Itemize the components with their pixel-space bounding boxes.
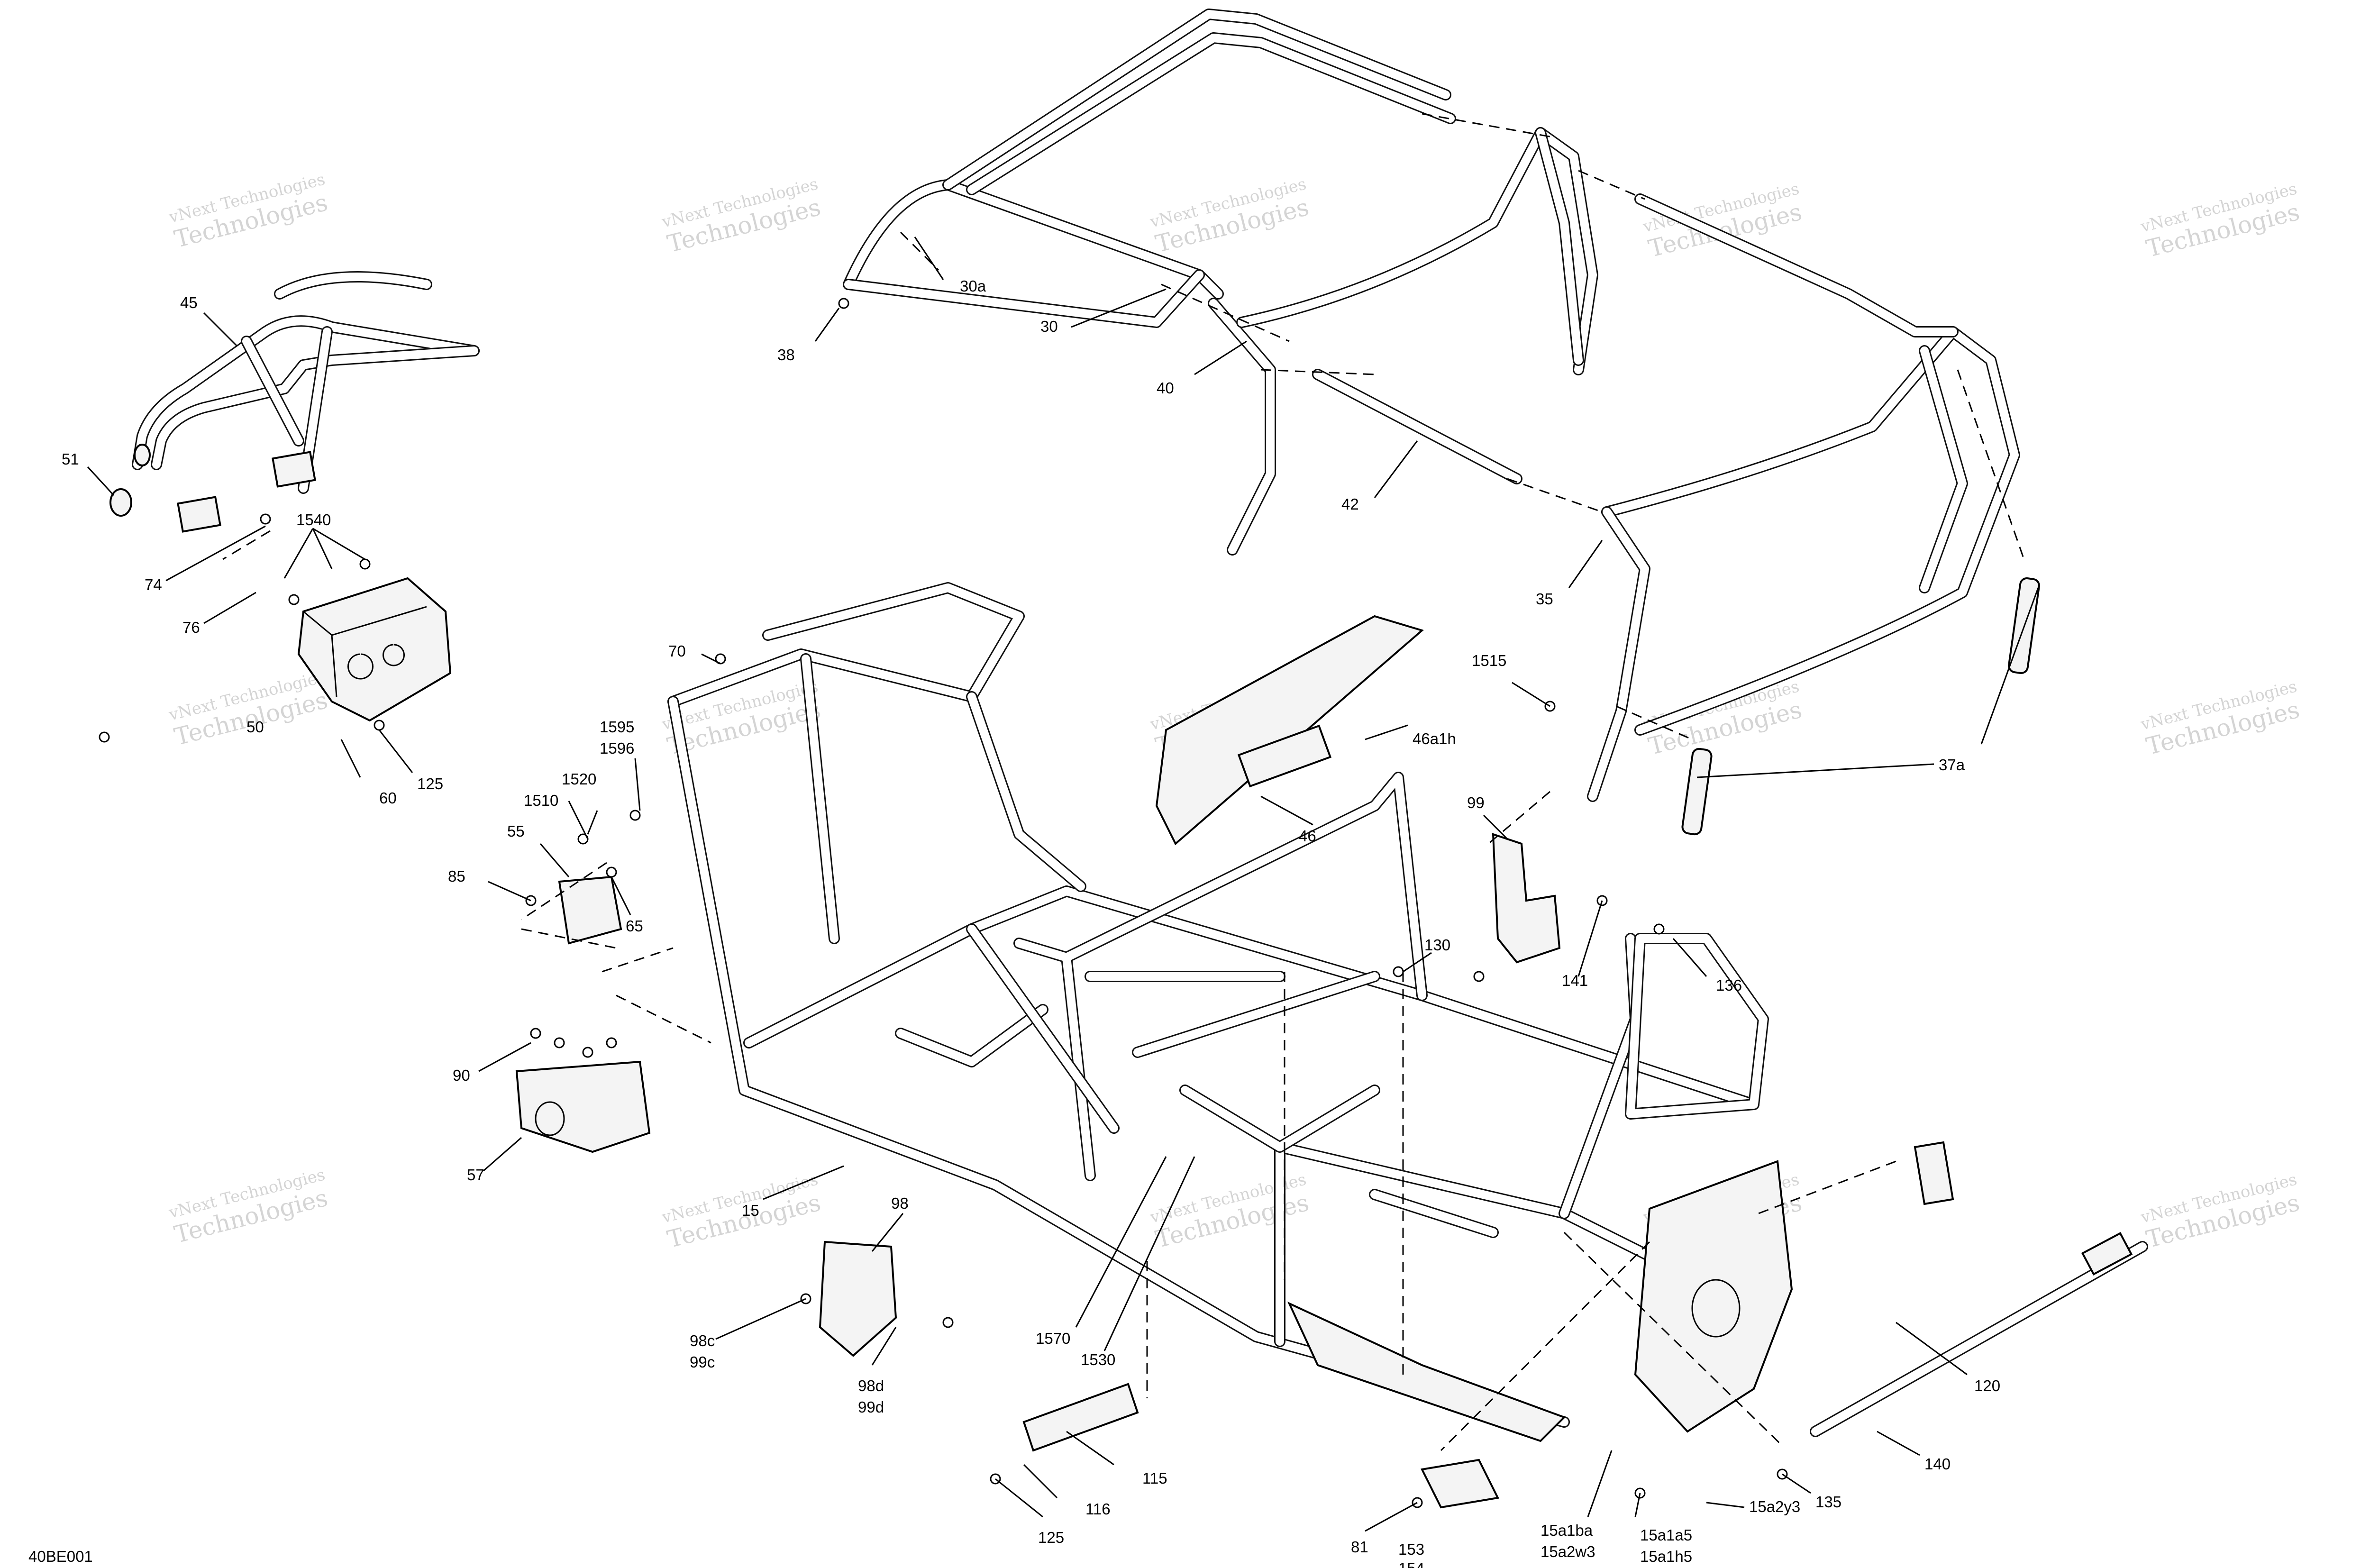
mount-part-55[interactable] [558, 875, 622, 945]
callout-99c[interactable]: 99c [690, 1353, 715, 1371]
callout-99-upper[interactable]: 99 [1467, 794, 1485, 811]
callout-labels: 45 51 1540 74 76 50 60 125 38 30a 30 40 … [62, 277, 2000, 1568]
callout-1595[interactable]: 1595 [600, 718, 634, 736]
bracket-part-153[interactable] [1421, 1459, 1499, 1509]
callout-38[interactable]: 38 [777, 346, 795, 364]
callout-51[interactable]: 51 [62, 450, 79, 468]
callout-90[interactable]: 90 [453, 1067, 470, 1084]
callout-45[interactable]: 45 [180, 294, 198, 311]
alignment-lines [222, 113, 2025, 1451]
callout-120[interactable]: 120 [1974, 1377, 2000, 1395]
callout-154[interactable]: 154 [1398, 1559, 1424, 1568]
roof-front-hoop-part-30[interactable] [843, 9, 1456, 328]
callout-136[interactable]: 136 [1716, 976, 1742, 994]
bolt-icon [629, 810, 641, 821]
bolt-icon [374, 720, 385, 731]
callout-153[interactable]: 153 [1398, 1541, 1424, 1558]
callout-15a1h5[interactable]: 15a1h5 [1640, 1548, 1692, 1565]
callout-98d[interactable]: 98d [858, 1377, 884, 1395]
roof-side-bar-part-42[interactable] [1312, 369, 1522, 484]
callout-125-lower[interactable]: 125 [1038, 1529, 1064, 1546]
callout-46a1h[interactable]: 46a1h [1413, 730, 1456, 748]
bolt-icon [582, 1047, 593, 1058]
callout-1540[interactable]: 1540 [296, 511, 331, 529]
callout-98-upper[interactable]: 98 [891, 1194, 909, 1212]
bolt-icon [838, 298, 849, 309]
drawing-id: 40BE001 [28, 1548, 93, 1565]
bolt-icon [359, 558, 371, 570]
bolt-icon [99, 731, 110, 743]
mount-part-57[interactable] [515, 1060, 651, 1153]
callout-55[interactable]: 55 [507, 822, 525, 840]
callout-141[interactable]: 141 [1562, 972, 1588, 989]
callout-1530[interactable]: 1530 [1081, 1351, 1115, 1368]
callout-1570[interactable]: 1570 [1036, 1330, 1070, 1347]
callout-57[interactable]: 57 [467, 1166, 484, 1184]
callout-15[interactable]: 15 [742, 1202, 759, 1219]
bolt-icon [260, 513, 271, 525]
bracket-part-115[interactable] [1022, 1383, 1139, 1452]
bracket-part-46[interactable] [1155, 615, 1424, 846]
callout-42[interactable]: 42 [1341, 495, 1359, 513]
bolt-icon [606, 866, 617, 878]
callout-130[interactable]: 130 [1424, 936, 1450, 954]
callout-116[interactable]: 116 [1085, 1500, 1111, 1518]
callout-1596[interactable]: 1596 [600, 739, 634, 757]
bolt-icon [1653, 923, 1665, 935]
bolt-icon [288, 594, 300, 605]
callout-46[interactable]: 46 [1299, 827, 1316, 845]
bolt-icon [1473, 971, 1485, 982]
bolt-icon [606, 1037, 617, 1048]
callout-1515[interactable]: 1515 [1472, 652, 1506, 669]
callout-115[interactable]: 115 [1142, 1469, 1167, 1487]
callout-35[interactable]: 35 [1536, 590, 1553, 608]
callout-74[interactable]: 74 [145, 576, 162, 593]
callout-140[interactable]: 140 [1924, 1455, 1951, 1473]
callout-15a1a5[interactable]: 15a1a5 [1640, 1526, 1692, 1544]
callout-65[interactable]: 65 [626, 917, 643, 935]
callout-98c[interactable]: 98c [690, 1332, 715, 1349]
callout-135[interactable]: 135 [1815, 1493, 1841, 1511]
callout-15a2w3[interactable]: 15a2w3 [1540, 1543, 1595, 1560]
bracket-part-99[interactable] [1492, 833, 1561, 964]
bolt-icon [942, 1317, 954, 1328]
callout-30a[interactable]: 30a [960, 277, 986, 295]
callout-85[interactable]: 85 [448, 867, 465, 885]
bolt-icon [530, 1028, 541, 1039]
callout-30[interactable]: 30 [1040, 318, 1058, 335]
callout-81[interactable]: 81 [1351, 1538, 1368, 1556]
bolt-icon [554, 1037, 565, 1048]
callout-15a1ba[interactable]: 15a1ba [1540, 1522, 1593, 1539]
callout-70[interactable]: 70 [668, 642, 686, 660]
callout-60[interactable]: 60 [379, 789, 397, 807]
bolt-icon [1393, 966, 1404, 977]
callout-50[interactable]: 50 [246, 718, 264, 736]
callout-37a[interactable]: 37a [1939, 756, 1965, 774]
hardware-bolts [99, 298, 1788, 1508]
roof-rear-hoop-part-35[interactable] [1587, 193, 2020, 802]
end-cap-part-51[interactable] [109, 488, 132, 517]
callout-1520[interactable]: 1520 [562, 770, 596, 788]
main-frame-part-15[interactable] [667, 582, 1793, 1442]
callout-125-upper[interactable]: 125 [417, 775, 443, 793]
roof-a-pillar-part-40[interactable] [1208, 127, 1598, 556]
rail-part-120[interactable] [1810, 1232, 2148, 1437]
bracket-part-98[interactable] [819, 1240, 897, 1357]
front-bumper-part-45[interactable] [132, 271, 480, 533]
callout-76[interactable]: 76 [182, 619, 200, 636]
bracket-part-122 [1914, 1141, 1954, 1205]
bumper-bracket-part-50[interactable] [297, 577, 452, 722]
callout-99d[interactable]: 99d [858, 1398, 884, 1416]
callout-40[interactable]: 40 [1157, 379, 1174, 397]
callout-1510[interactable]: 1510 [524, 792, 558, 809]
leader-lines [87, 237, 2039, 1532]
callout-15a2y3[interactable]: 15a2y3 [1749, 1498, 1800, 1515]
